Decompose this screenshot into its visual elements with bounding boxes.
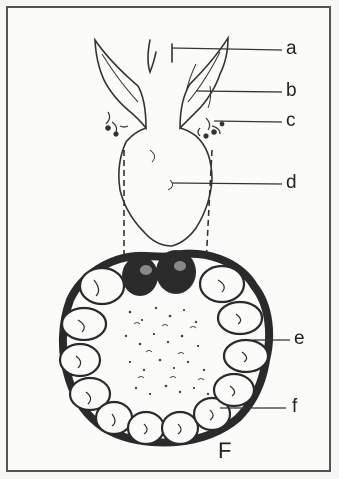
figure-letter: F [218, 440, 231, 462]
ovary-cross-section [60, 250, 269, 444]
label-f: f [292, 397, 297, 416]
pappus-drawing [106, 112, 224, 138]
dashed-connectors [124, 150, 212, 264]
label-e: e [294, 329, 305, 348]
stigma-drawing [148, 40, 172, 72]
label-a: a [286, 39, 297, 58]
ovary-drawing [119, 128, 212, 246]
bract-drawing [95, 38, 228, 128]
label-d: d [286, 173, 297, 192]
label-b: b [286, 81, 297, 100]
label-c: c [286, 111, 296, 130]
